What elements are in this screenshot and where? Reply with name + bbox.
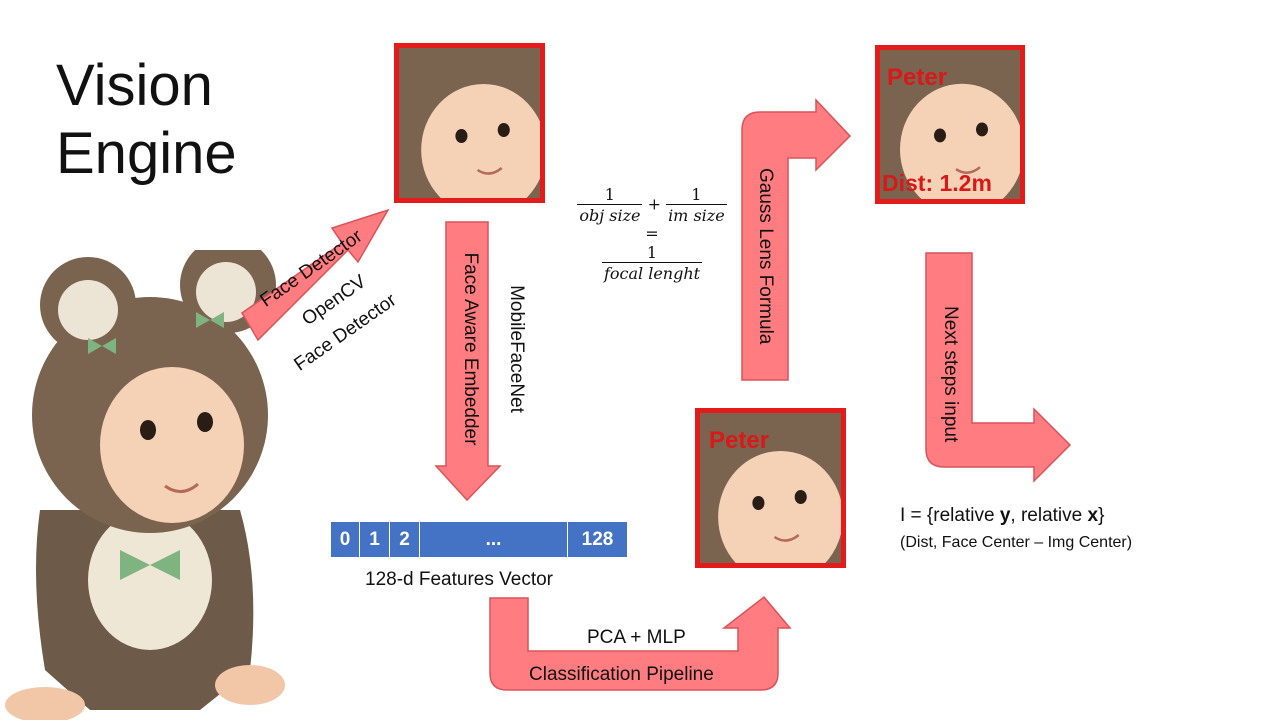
face-detector-arrow — [241, 208, 390, 342]
output-prefix: I = {relative — [900, 505, 1000, 526]
embedder-label: Face Aware Embedder — [460, 252, 481, 446]
next-steps-label: Next steps input — [940, 306, 961, 443]
formula-rhs-den: focal lenght — [601, 262, 703, 283]
vector-cell: 1 — [360, 522, 390, 557]
classified-name-label: Peter — [709, 427, 770, 454]
vector-cell: 2 — [390, 522, 420, 557]
formula-rhs-num: 1 — [646, 243, 658, 262]
output-suffix: } — [1098, 505, 1105, 526]
classification-label: Classification Pipeline — [529, 664, 714, 685]
classified-face-frame: Peter — [695, 408, 846, 568]
formula-plus: + — [647, 194, 661, 214]
page-title: Vision Engine — [56, 52, 316, 188]
baby-photo — [5, 250, 285, 720]
mobilefacenet-label: MobileFaceNet — [506, 285, 527, 413]
gauss-arrow — [741, 98, 852, 381]
face-crop-image — [700, 413, 841, 563]
feature-vector-bar: 0 1 2 ... 128 — [331, 522, 627, 557]
final-face-frame: Peter Dist: 1.2m — [875, 45, 1025, 204]
classification-arrow — [489, 595, 792, 691]
title-line-1: Vision — [56, 53, 213, 118]
feature-vector-caption: 128-d Features Vector — [365, 569, 553, 590]
face-crop-image — [399, 48, 540, 198]
vector-cell: 0 — [331, 522, 360, 557]
face-crop-image — [880, 50, 1020, 199]
formula-equals: = — [645, 224, 659, 243]
gauss-label: Gauss Lens Formula — [755, 168, 776, 345]
pca-mlp-label: PCA + MLP — [587, 627, 686, 648]
formula-term2-num: 1 — [691, 185, 702, 204]
final-name-label: Peter — [887, 64, 948, 91]
formula-term1-num: 1 — [604, 185, 615, 204]
output-note: (Dist, Face Center – Img Center) — [900, 534, 1133, 551]
formula-term2-den: im size — [666, 204, 727, 225]
vector-cell: 128 — [568, 522, 627, 557]
title-line-2: Engine — [56, 121, 237, 186]
next-steps-arrow — [925, 252, 1072, 483]
distance-label: Dist: 1.2m — [882, 170, 992, 196]
output-x: x — [1087, 505, 1099, 526]
output-formula: I = {relative y, relative x} — [900, 505, 1104, 527]
output-mid: , relative — [1010, 505, 1088, 526]
embedder-arrow — [434, 221, 502, 502]
formula-term1-den: obj size — [577, 204, 643, 225]
output-y: y — [999, 505, 1011, 526]
vector-cell-ellipsis: ... — [420, 522, 568, 557]
detected-face-frame — [394, 43, 545, 203]
